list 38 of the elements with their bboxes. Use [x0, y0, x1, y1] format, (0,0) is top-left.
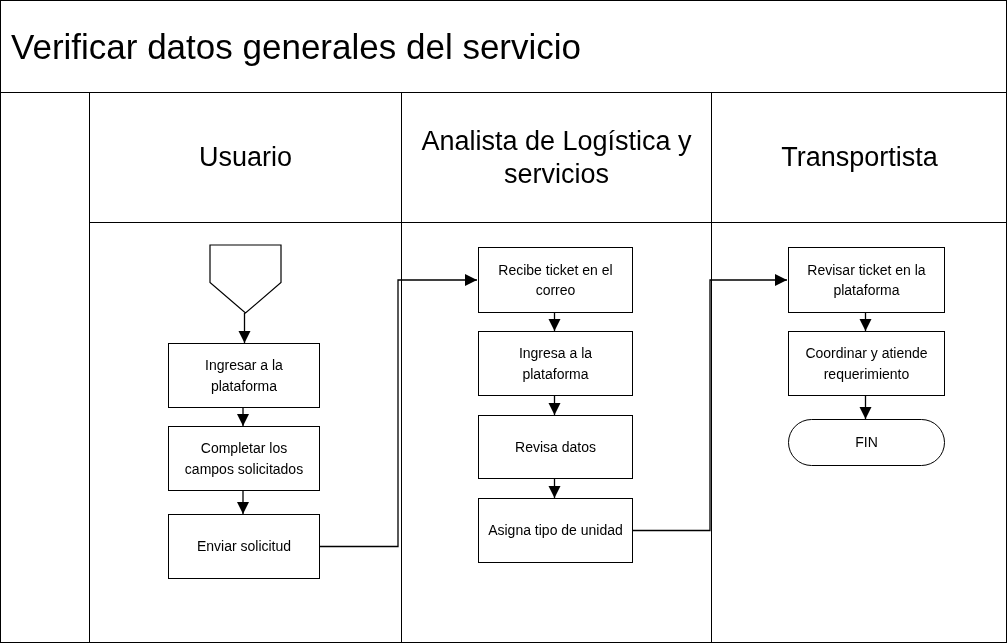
off-page-connector	[210, 245, 281, 313]
step-text: Asigna tipo de unidad	[488, 521, 623, 541]
process-box	[478, 415, 633, 479]
arrow	[238, 312, 251, 344]
process-box	[478, 331, 633, 396]
lane-header: Transportista	[712, 93, 1006, 223]
step-text: Recibe ticket en el correo	[497, 260, 614, 300]
process-box	[788, 247, 945, 313]
process-box	[168, 514, 320, 579]
process-box	[168, 343, 320, 408]
step-text: Enviar solicitud	[196, 537, 292, 557]
arrow	[237, 407, 249, 427]
arrow	[548, 312, 561, 332]
arrow	[631, 274, 788, 532]
process-box	[168, 426, 320, 491]
process-box	[788, 331, 945, 396]
arrow	[237, 490, 249, 515]
swimlane	[401, 93, 711, 642]
step-text: Revisar ticket en la plataforma	[806, 260, 927, 300]
terminator-shape	[788, 419, 945, 466]
lane-header: Usuario	[90, 93, 401, 223]
arrow	[859, 395, 872, 420]
step-text: Ingresar a la plataforma	[204, 356, 284, 396]
step-text: Revisa datos	[515, 437, 596, 457]
step-text: Coordinar y atiende requerimiento	[804, 344, 929, 384]
process-box	[478, 498, 633, 563]
step-text: Completar los campos solicitados	[183, 439, 305, 479]
lane-header: Analista de Logística y servicios	[402, 93, 711, 223]
arrow	[859, 312, 872, 332]
swimlane	[89, 93, 401, 642]
arrow	[318, 274, 478, 548]
process-box	[478, 247, 633, 313]
step-text: Ingresa a la plataforma	[517, 344, 594, 384]
diagram-title: Verificar datos generales del servicio	[1, 1, 1006, 93]
arrow	[548, 395, 561, 416]
arrow	[548, 478, 561, 499]
end-label: FIN	[855, 433, 878, 453]
swimlane	[711, 93, 1006, 642]
